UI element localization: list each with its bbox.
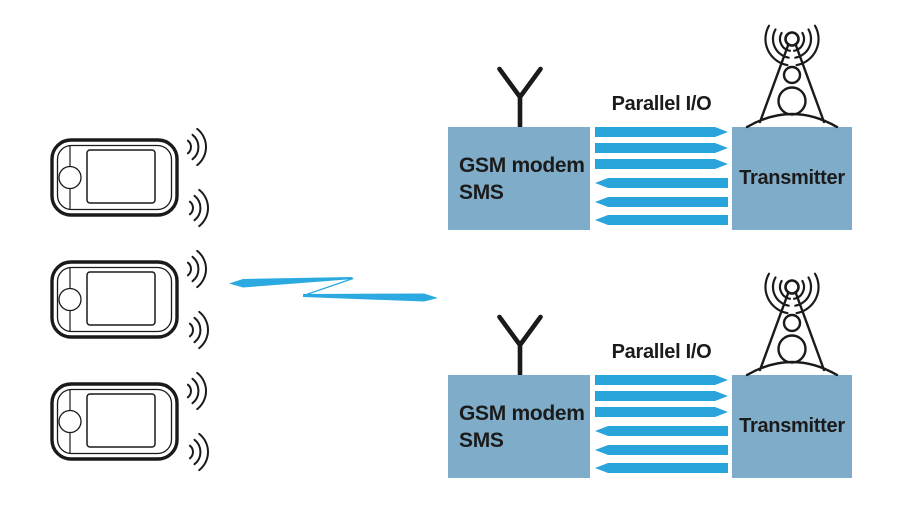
io-arrows [595,375,728,478]
io-arrow-right [595,407,728,417]
mobile-phone-icon [50,371,209,472]
sms-label: SMS [459,180,504,204]
gsm-station: GSM modem SMS Parallel I/O Transmitter [448,15,852,230]
io-arrow-left [595,197,728,207]
antenna-icon [497,314,543,375]
io-arrows [595,127,728,230]
transmitter-label: Transmitter [739,167,845,189]
parallel-io-label: Parallel I/O [611,93,712,115]
signal-waves-icon [186,127,209,228]
io-arrow-left [595,178,728,188]
io-arrow-left [595,215,728,225]
gsm-modem-label: GSM modem [459,153,585,177]
transmitter-box: Transmitter [732,375,852,478]
mobile-phone-icon [50,249,209,350]
parallel-io-label: Parallel I/O [611,341,712,363]
io-arrow-left [595,445,728,455]
transmitter-label: Transmitter [739,415,845,437]
io-arrow-left [595,463,728,473]
sms-label: SMS [459,428,504,452]
radio-link-flash-icon [229,277,438,302]
signal-waves-icon [186,249,209,350]
gsm-modem-label: GSM modem [459,401,585,425]
io-arrow-right [595,391,728,401]
gsm-station: GSM modem SMS Parallel I/O Transmitter [448,263,852,478]
gsm-modem-box: GSM modem SMS [448,127,590,230]
io-arrow-right [595,159,728,169]
mobile-phone-icon [50,127,209,228]
io-arrow-right [595,127,728,137]
antenna-icon [497,66,543,127]
radio-tower-icon [745,272,839,377]
io-arrow-right [595,143,728,153]
signal-waves-icon [186,371,209,472]
transmitter-box: Transmitter [732,127,852,230]
radio-tower-icon [745,24,839,129]
io-arrow-right [595,375,728,385]
io-arrow-left [595,426,728,436]
gsm-modem-box: GSM modem SMS [448,375,590,478]
